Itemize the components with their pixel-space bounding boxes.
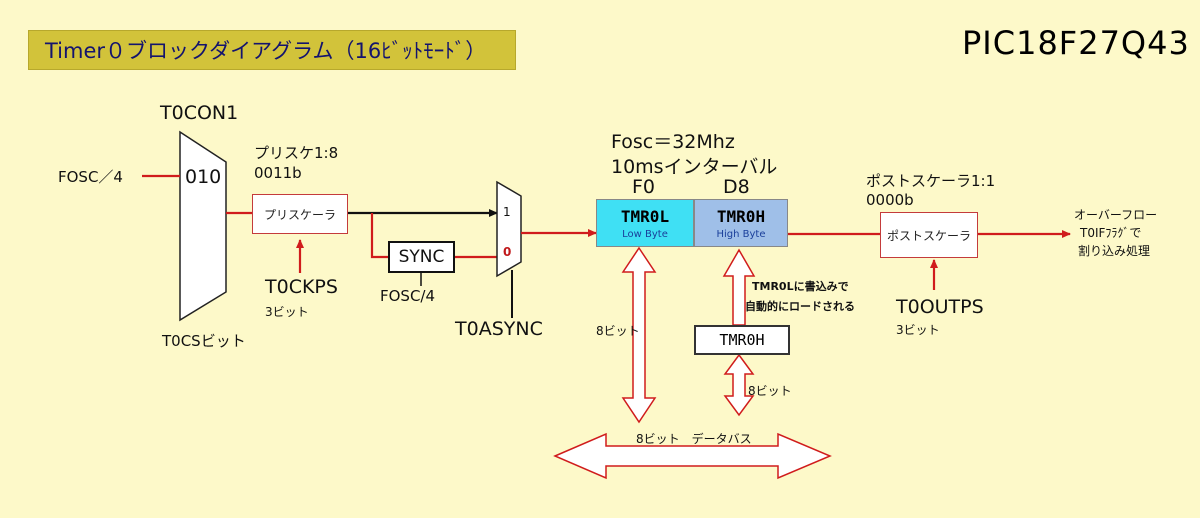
overflow-line-3: 割り込み処理	[1078, 244, 1151, 258]
mux1-value: 010	[185, 166, 222, 188]
prescaler-control: T0CKPS	[265, 276, 338, 298]
tmr0l-name: TMR0L	[620, 206, 670, 226]
buffer-note-2: 自動的にロードされる	[745, 300, 855, 313]
tmr0h-name: TMR0H	[716, 206, 766, 226]
postscaler-control-bits: 3ビット	[896, 323, 940, 337]
diagram-title: Timer０ブロックダイアグラム（16ﾋﾞｯﾄﾓｰﾄﾞ）	[28, 30, 516, 70]
postscaler-ratio: ポストスケーラ1:1	[866, 172, 996, 190]
postscaler-box: ポストスケーラ	[880, 212, 978, 258]
mux1-shape	[179, 130, 227, 322]
buffer-bus-arrow	[723, 353, 755, 417]
sync-box: SYNC	[388, 241, 455, 273]
buffer-note-1: TMR0Lに書込みで	[752, 280, 849, 293]
tmr0l-register: TMR0L Low Byte	[596, 199, 694, 247]
prescaler-to-sync	[370, 213, 388, 259]
bus-width-right: 8ビット	[748, 384, 792, 398]
mux2-input-0: 0	[503, 245, 512, 259]
mux1-name: T0CON1	[160, 102, 239, 124]
chip-name: PIC18F27Q43	[962, 24, 1190, 62]
prescaler-control-bits: 3ビット	[265, 305, 309, 319]
interval-label: 10msインターバル	[611, 156, 778, 178]
tmr0l-bus-arrow	[621, 246, 657, 424]
data-bus-arrow	[553, 432, 832, 480]
prescaler-box: プリスケーラ	[252, 194, 348, 234]
mux2-input-1: 1	[503, 205, 511, 219]
mux2-shape	[496, 180, 522, 278]
data-bus-label: 8ビット データバス	[636, 432, 752, 446]
postscaler-control: T0OUTPS	[896, 296, 984, 318]
overflow-line-2: T0IFﾌﾗｸﾞで	[1080, 226, 1142, 240]
tmr0h-register: TMR0H High Byte	[694, 199, 788, 247]
fosc-input-label: FOSC／4	[58, 168, 123, 186]
tmr0h-buffer-box: TMR0H	[694, 325, 790, 355]
postscaler-bits: 0000b	[866, 191, 914, 209]
prescaler-ratio: プリスケ1:8	[254, 144, 339, 162]
tmr0l-sub: Low Byte	[622, 228, 668, 240]
tmr0l-preset: F0	[632, 176, 656, 198]
overflow-line-1: オーバーフロー	[1074, 208, 1158, 222]
mux2-control: T0ASYNC	[455, 318, 543, 340]
mux1-select-label: T0CSビット	[162, 332, 246, 350]
tmr0h-preset: D8	[723, 176, 750, 198]
fosc-frequency: Fosc＝32Mhz	[611, 131, 735, 153]
prescaler-bits: 0011b	[254, 164, 302, 182]
tmr0h-sub: High Byte	[716, 228, 766, 240]
bus-width-left: 8ビット	[596, 324, 640, 338]
sync-clock-label: FOSC/4	[380, 287, 436, 305]
